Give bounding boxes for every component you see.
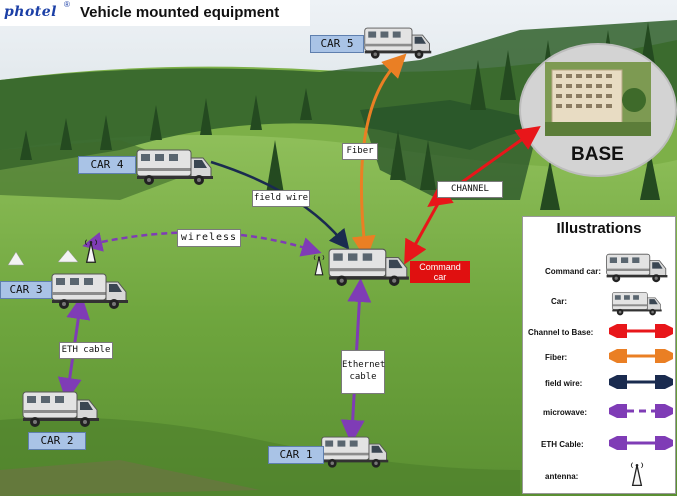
page-title: Vehicle mounted equipment: [80, 4, 280, 21]
command-car-label-line1: Command: [419, 262, 461, 272]
legend-fiber-label: Fiber:: [545, 353, 568, 362]
legend-eth-cable-arrow-icon: [609, 436, 673, 450]
command-car-label-line2: car: [433, 272, 447, 282]
legend-eth-cable-label: ETH Cable:: [541, 440, 584, 449]
legend-channel-label: Channel to Base:: [528, 328, 594, 337]
legend-microwave-label: microwave:: [543, 408, 588, 417]
command-car-label: Command car: [410, 261, 470, 283]
legend-car-truck-icon: [611, 289, 663, 317]
car4-label: CAR 4: [78, 156, 136, 174]
legend-field-wire-label: field wire:: [545, 379, 583, 388]
legend-microwave-arrow-icon: [609, 404, 673, 418]
legend-car-label: Car:: [551, 297, 568, 306]
ethernet-cable-label-line2: cable: [349, 372, 377, 382]
legend-channel-arrow-icon: [609, 324, 673, 338]
car1-truck-icon: [320, 432, 390, 470]
car1-label: CAR 1: [268, 446, 324, 464]
command-car-truck-icon: [327, 244, 411, 288]
registered-mark: ®: [64, 0, 70, 9]
fiber-label: Fiber: [342, 143, 378, 160]
field-wire-label: field wire: [252, 190, 310, 207]
car3-label: CAR 3: [0, 281, 52, 299]
wireless-label: wireless: [177, 229, 241, 247]
car4-truck-icon: [135, 146, 215, 186]
ethernet-cable-label-line1: Ethernet: [342, 360, 386, 370]
header-bar: photel ® Vehicle mounted equipment: [0, 0, 310, 26]
legend-antenna-label: antenna:: [545, 472, 579, 481]
base-label: BASE: [571, 144, 624, 165]
eth-cable-label: ETH cable: [59, 342, 113, 359]
car2-label: CAR 2: [28, 432, 86, 450]
car3-truck-icon: [50, 270, 130, 310]
channel-label: CHANNEL: [437, 181, 503, 198]
legend-panel: Illustrations Command car: Car: Channel …: [522, 216, 676, 494]
legend-fiber-arrow-icon: [609, 349, 673, 363]
legend-title: Illustrations: [556, 220, 642, 237]
legend-command-car-label: Command car:: [545, 267, 602, 276]
legend-field-wire-arrow-icon: [609, 375, 673, 389]
car5-label: CAR 5: [310, 35, 364, 53]
legend-command-car-truck-icon: [605, 251, 669, 283]
car5-truck-icon: [363, 24, 433, 60]
car2-truck-icon: [20, 388, 102, 428]
legend-antenna-icon: [630, 460, 644, 488]
ethernet-cable-label: Ethernet cable: [341, 350, 385, 394]
logo: photel: [4, 4, 57, 20]
